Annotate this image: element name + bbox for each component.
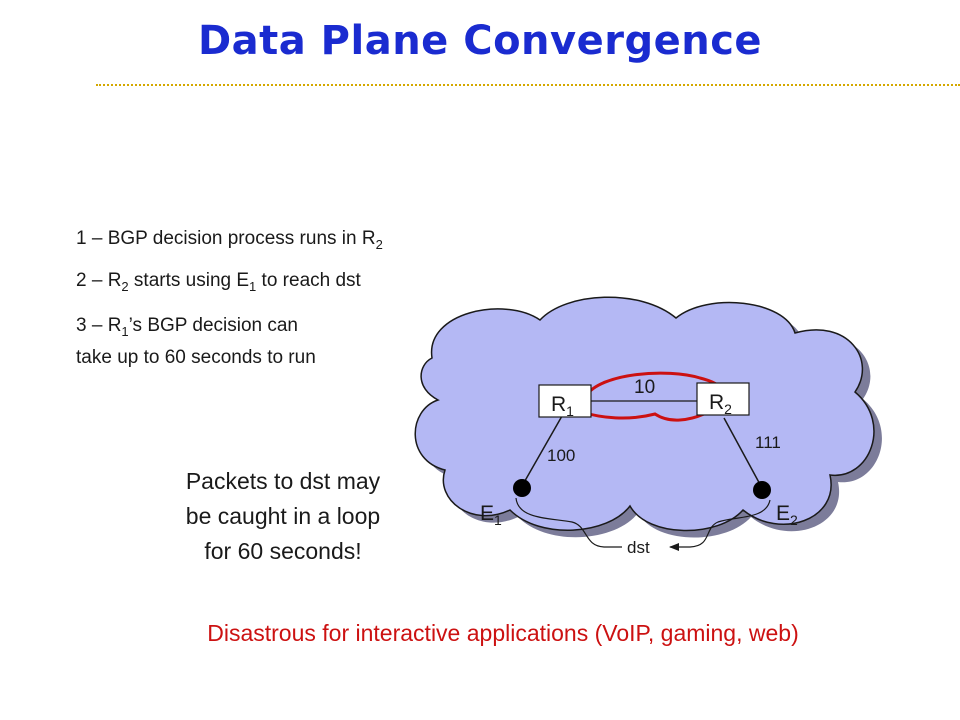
step-3-subscript: 1 [121, 323, 129, 339]
router-r1-label: R1 [551, 393, 574, 419]
loop-warning-line-2: be caught in a loop [185, 503, 381, 529]
loop-warning-line-3: for 60 seconds! [204, 538, 362, 564]
egress-e1-label: E1 [480, 502, 502, 528]
router-r1 [538, 384, 592, 418]
title-divider [96, 84, 960, 86]
page-title: Data Plane Convergence [197, 18, 763, 64]
step-2-subscript-a: 2 [121, 278, 129, 294]
weight-r1-e1: 100 [547, 446, 575, 465]
step-2: 2 – R2 starts using E1 to reach dst [76, 268, 361, 300]
step-2-subscript-b: 1 [249, 278, 257, 294]
loop-warning-line-1: Packets to dst may [185, 468, 381, 494]
egress-e2-node [753, 481, 771, 499]
step-2-text-c: to reach dst [256, 270, 361, 291]
e2-to-dst-connector [669, 499, 771, 551]
step-3-text-b: ’s BGP decision can [128, 315, 298, 336]
destination-label: dst [627, 538, 650, 557]
router-r2-label: R2 [709, 391, 732, 417]
step-3-line-2: take up to 60 seconds to run [76, 346, 316, 368]
step-2-text-a: 2 – R [76, 270, 122, 291]
step-1: 1 – BGP decision process runs in R2 [76, 226, 383, 258]
step-3-text-a: 3 – R [76, 315, 122, 336]
loop-warning: Packets to dst may be caught in a loop f… [138, 464, 428, 569]
egress-e2-label: E2 [776, 502, 798, 528]
link-r2-e2 [723, 417, 763, 489]
weight-r2-e2: 111 [755, 433, 781, 452]
impact-note: Disastrous for interactive applications … [207, 620, 799, 646]
network-cloud [414, 296, 875, 532]
step-3: 3 – R1’s BGP decision can take up to 60 s… [76, 313, 316, 371]
step-2-text-b: starts using E [128, 270, 250, 291]
egress-e1-node [513, 479, 531, 497]
e1-to-dst-connector [515, 497, 622, 548]
step-1-text: 1 – BGP decision process runs in R [76, 228, 376, 249]
weight-r1-r2: 10 [634, 377, 655, 398]
step-1-subscript: 2 [375, 236, 383, 252]
link-r1-e1 [521, 415, 563, 487]
router-r2 [696, 382, 750, 416]
